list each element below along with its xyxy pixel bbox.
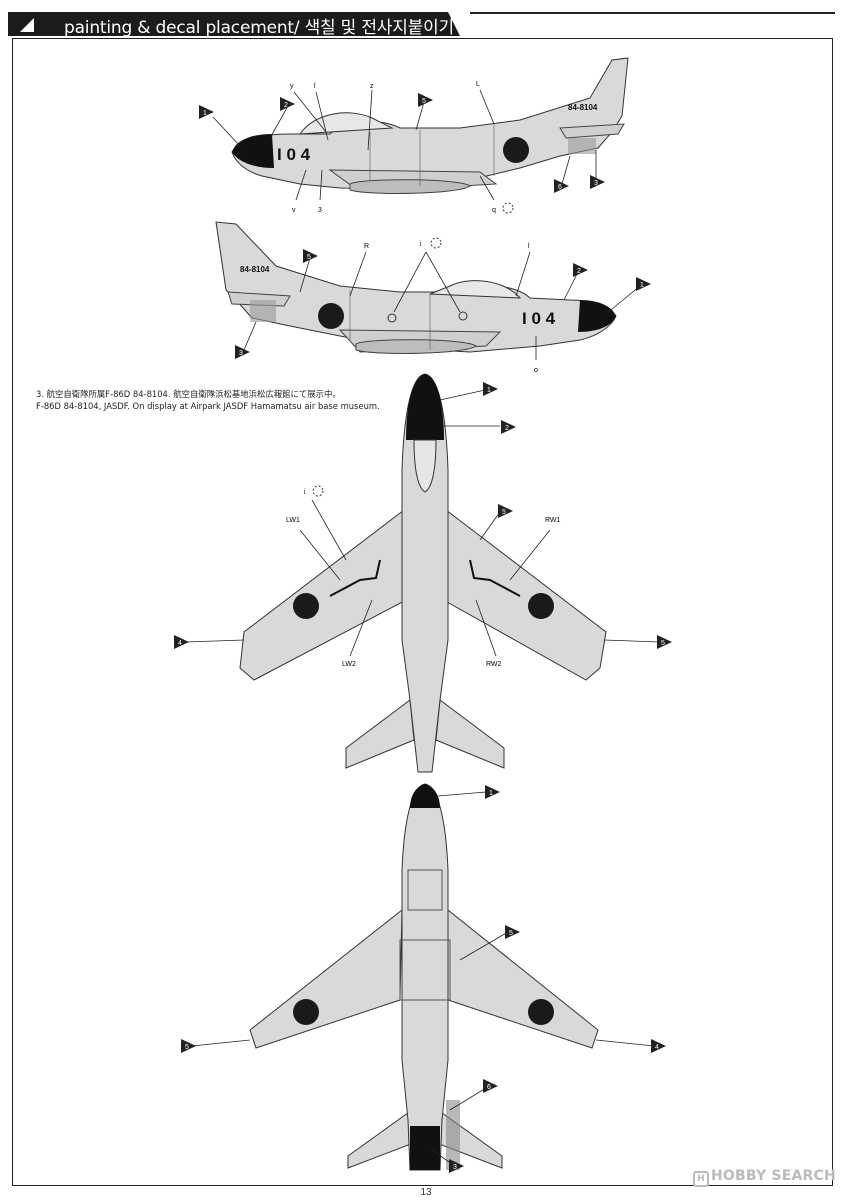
- decal-label-q: q: [492, 207, 496, 214]
- page-frame: [12, 38, 833, 1186]
- section-header: painting & decal placement/ 색칠 및 전사지붙이기: [8, 10, 460, 38]
- reticle-icon: [502, 202, 514, 214]
- callout-5: 5: [307, 254, 311, 261]
- callout-6: 6: [558, 184, 562, 191]
- callout-5: 5: [509, 930, 513, 937]
- decal-label-R: R: [364, 243, 369, 250]
- decal-marker: [387, 313, 397, 323]
- decal-label-L: L: [476, 81, 480, 88]
- triangle-icon: [20, 18, 34, 32]
- reticle-icon: [430, 237, 442, 249]
- decal-label-o: o: [534, 367, 538, 374]
- callout-3: 3: [594, 180, 598, 187]
- decal-label-RW2: RW2: [486, 661, 502, 668]
- callout-3: 3: [239, 350, 243, 357]
- roundel: [293, 593, 319, 619]
- decal-label-l: l: [528, 243, 530, 250]
- callout-2: 2: [505, 425, 509, 432]
- header-rule: [470, 12, 835, 14]
- decal-label-i: i: [304, 489, 306, 496]
- caption-japanese: 3. 航空自衛隊所属F-86D 84-8104. 航空自衛隊浜松基地浜松広報館に…: [36, 389, 341, 399]
- callout-1: 1: [203, 110, 207, 117]
- tail-number-right: 84-8104: [240, 265, 270, 274]
- roundel: [503, 137, 529, 163]
- decal-label-v: v: [292, 207, 296, 214]
- scheme-caption: 3. 航空自衛隊所属F-86D 84-8104. 航空自衛隊浜松基地浜松広報館に…: [36, 388, 380, 412]
- right-side-view: I 0 4 84-8104 5 2 1 3 R i l o: [215, 221, 651, 374]
- callout-4: 4: [178, 640, 182, 647]
- nose-number-right: I 0 4: [522, 309, 556, 328]
- decal-marker: [458, 311, 468, 321]
- nose-number-left: I 0 4: [277, 145, 311, 164]
- decal-label-LW2: LW2: [342, 661, 356, 668]
- callout-1: 1: [489, 790, 493, 797]
- tail-number-left: 84-8104: [568, 103, 598, 112]
- decal-label-3: 3: [318, 207, 322, 214]
- decal-label-RW1: RW1: [545, 517, 561, 524]
- reticle-icon: [312, 485, 324, 497]
- page-number: 13: [420, 1187, 432, 1198]
- callout-6: 6: [487, 1084, 491, 1091]
- callout-5: 5: [661, 640, 665, 647]
- decal-label-z: z: [370, 83, 374, 90]
- callout-1: 1: [487, 387, 491, 394]
- watermark-text: HOBBY SEARCH: [711, 1168, 836, 1184]
- callout-4: 4: [655, 1044, 659, 1051]
- top-view: 1 2 5 4 5 i LW1 RW1 LW2 RW2: [174, 373, 672, 773]
- bottom-view: 1 5 5 4 6 3: [181, 783, 666, 1173]
- decal-label-l: l: [314, 83, 316, 90]
- roundel: [528, 593, 554, 619]
- roundel: [528, 999, 554, 1025]
- callout-3: 3: [453, 1164, 457, 1171]
- callout-5: 5: [502, 509, 506, 516]
- page-title: painting & decal placement/ 색칠 및 전사지붙이기: [64, 18, 454, 38]
- watermark-logo-icon: H: [693, 1171, 709, 1187]
- callout-2: 2: [577, 268, 581, 275]
- left-side-view: I 0 4 84-8104 1 2 5 6 3 y l z L v 3 q: [199, 57, 629, 214]
- caption-english: F-86D 84-8104, JASDF. On display at Airp…: [36, 401, 380, 411]
- callout-5: 5: [185, 1044, 189, 1051]
- roundel: [318, 303, 344, 329]
- callout-2: 2: [284, 102, 288, 109]
- callout-1: 1: [640, 282, 644, 289]
- decal-label-y: y: [290, 83, 294, 90]
- header-banner: [8, 12, 460, 36]
- callout-5: 5: [422, 98, 426, 105]
- roundel: [293, 999, 319, 1025]
- decal-label-LW1: LW1: [286, 517, 300, 524]
- decal-label-i: i: [420, 241, 422, 248]
